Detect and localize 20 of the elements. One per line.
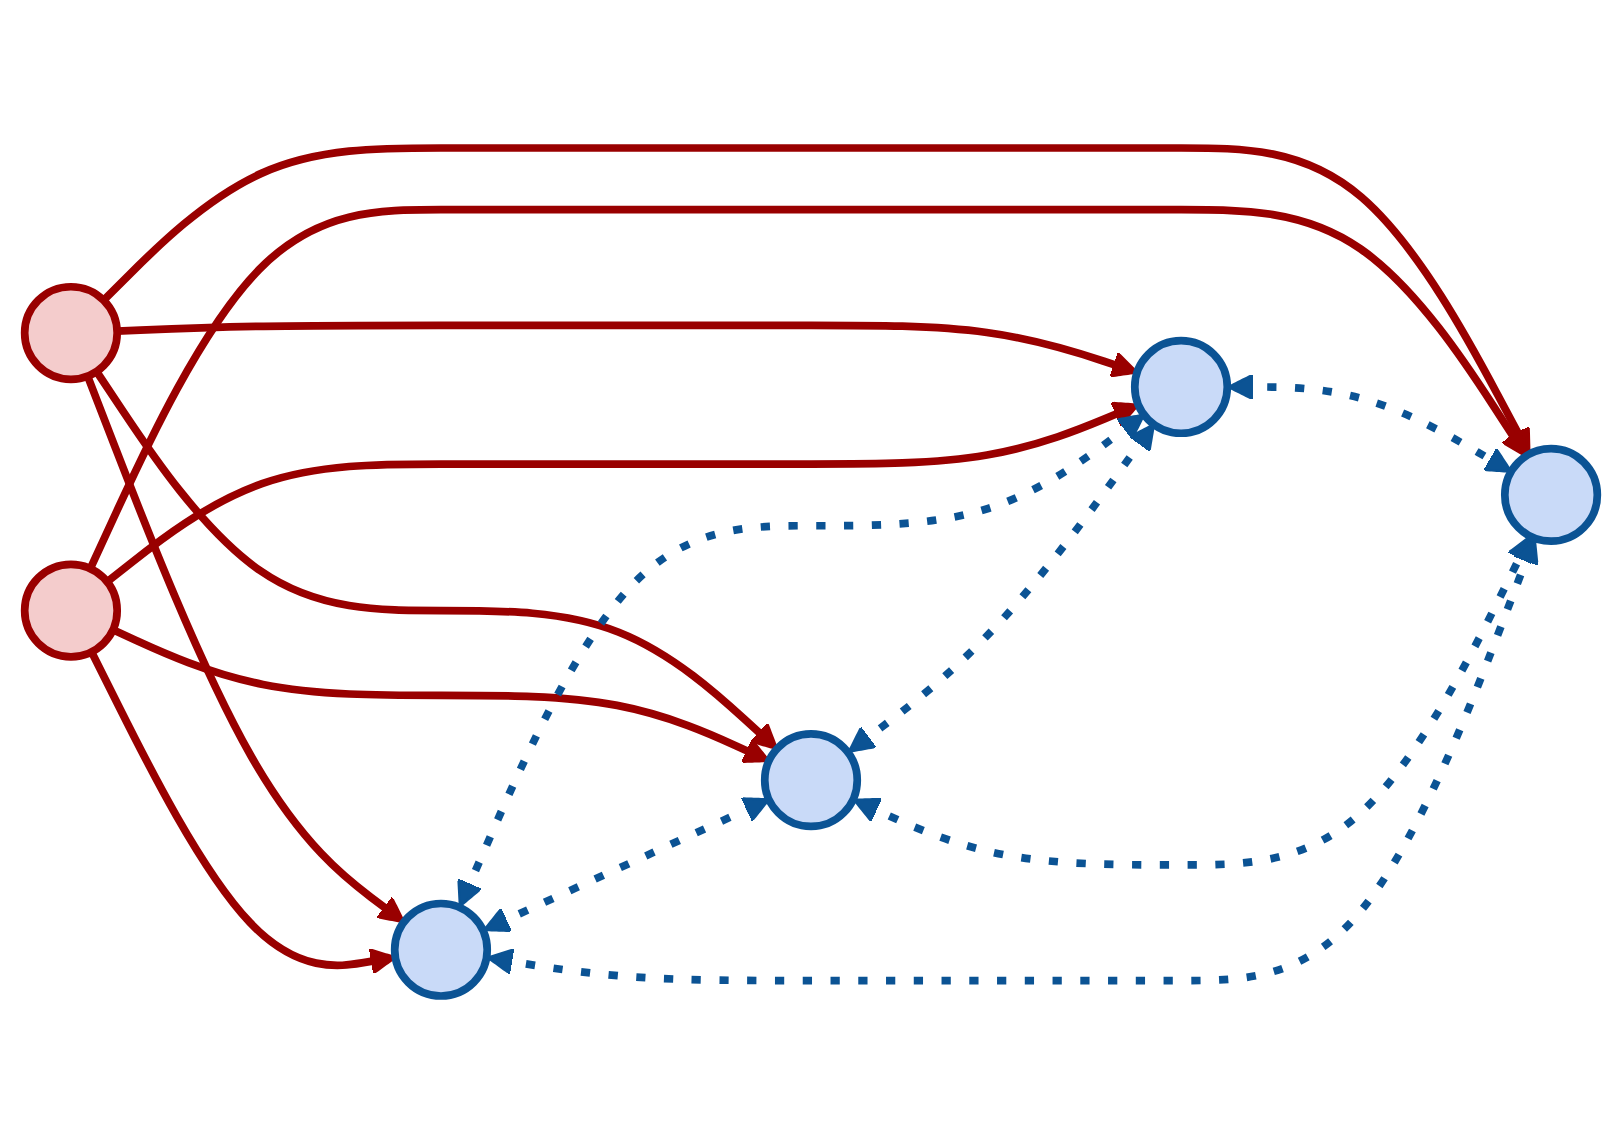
node-circle [1130,336,1232,438]
arrow [86,205,1528,571]
arrow [852,535,1532,869]
arrow [1227,373,1513,473]
arrow [88,650,397,975]
node-circle [1500,444,1602,545]
arrow [482,797,771,933]
node-circle [20,560,122,661]
node-circle [20,282,122,384]
node-circle [760,730,862,831]
arrow [457,413,1146,908]
arrow [84,374,406,924]
arrow [486,536,1539,985]
arrow [847,423,1156,753]
arrow [117,321,1139,378]
arrow [104,401,1140,585]
arrow [111,626,771,764]
arrow [93,369,779,751]
node-circle [390,899,492,1000]
arrow [100,144,1531,456]
